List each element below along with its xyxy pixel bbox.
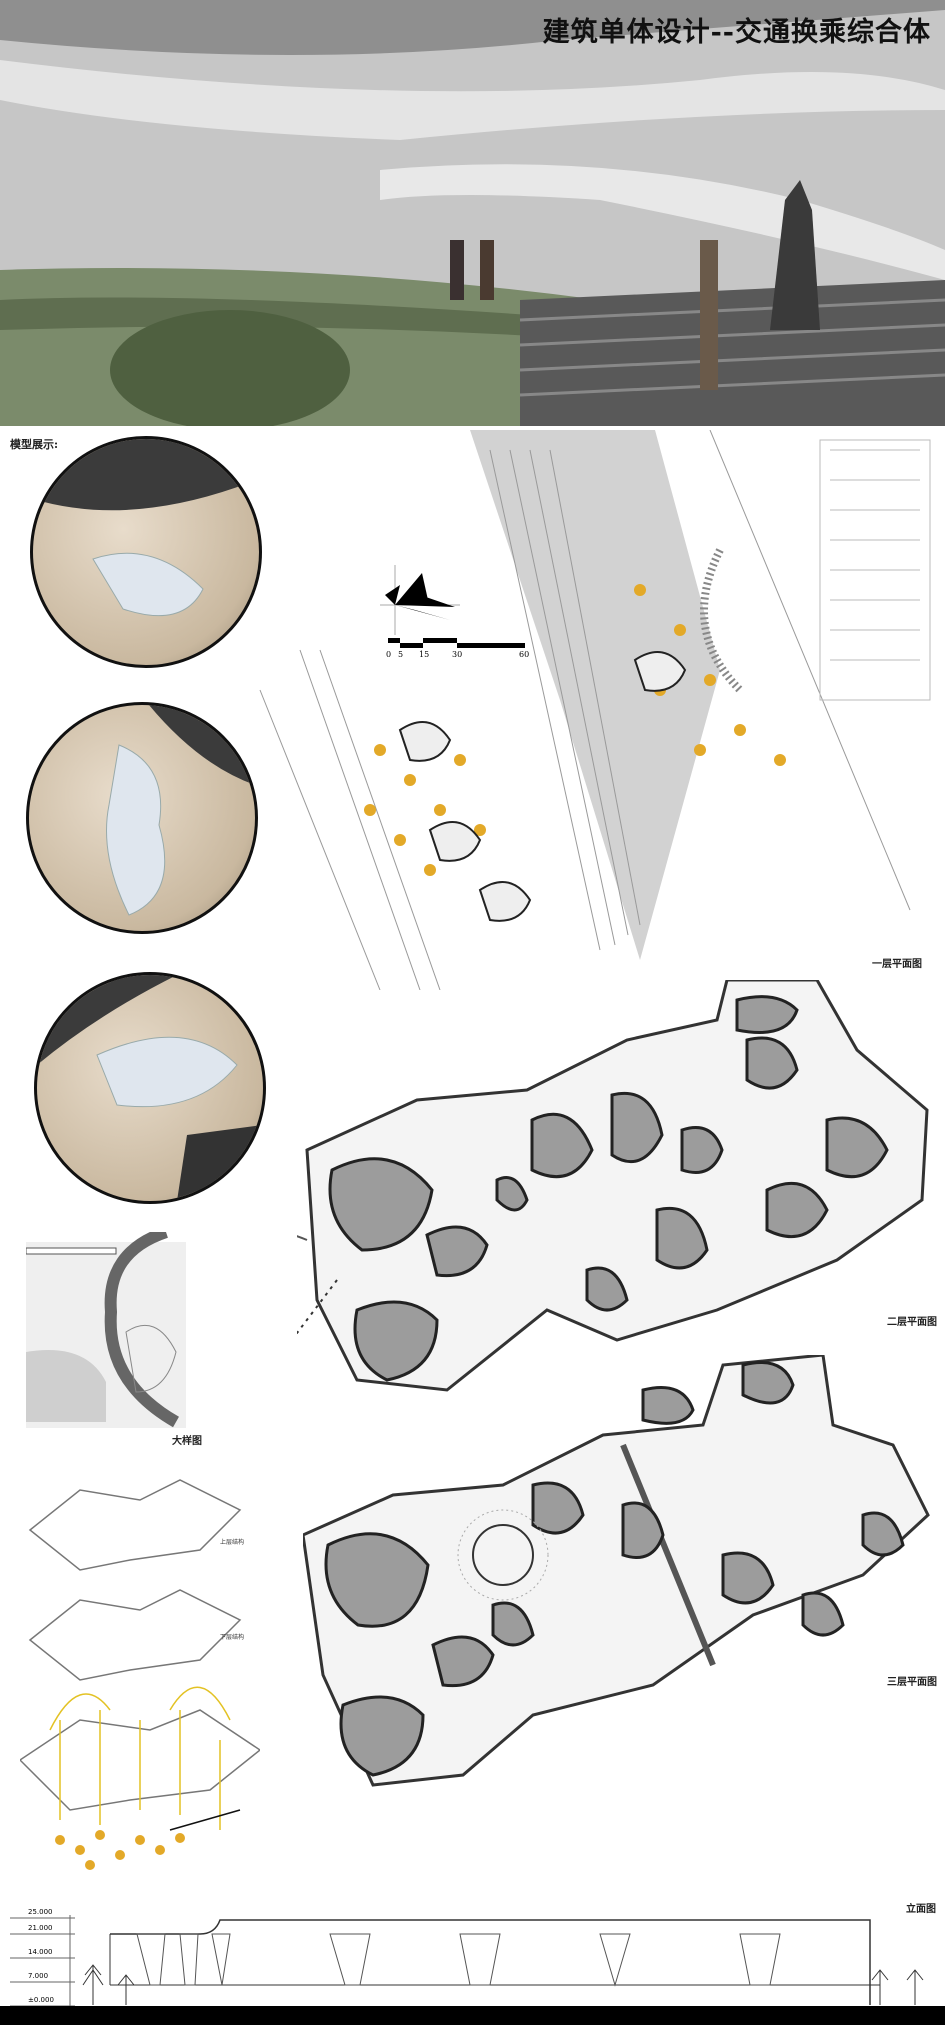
- floor1-site-plan: [259, 430, 931, 990]
- poster-title: 建筑单体设计--交通换乘综合体: [542, 17, 931, 48]
- model-section-label: 模型展示:: [10, 438, 59, 451]
- floor1-plan-label: 一层平面图: [872, 959, 922, 970]
- scale-tick: 15: [419, 650, 430, 659]
- north-arrow-icon: [380, 565, 460, 635]
- scale-tick: 30: [452, 650, 463, 659]
- floor2-plan: [297, 980, 929, 1392]
- elevation-drawing: [0, 1915, 945, 2025]
- level-marker: 21.000: [28, 1924, 53, 1932]
- detail-drawing: [26, 1232, 186, 1428]
- model-photo-3: [34, 972, 266, 1204]
- floor3-plan-label: 三层平面图: [887, 1677, 937, 1688]
- model-photo-1: [30, 436, 262, 668]
- scale-bar: 0 5 15 30 60: [386, 638, 530, 668]
- scale-tick: 5: [398, 650, 404, 659]
- model-photo-2: [26, 702, 258, 934]
- atrium-rendering-illustration: [0, 0, 945, 426]
- hero-rendering: 建筑单体设计--交通换乘综合体: [0, 0, 945, 426]
- floor3-plan: [303, 1355, 930, 1787]
- level-marker: 7.000: [28, 1972, 49, 1980]
- scale-tick: 60: [519, 650, 530, 659]
- level-marker: 14.000: [28, 1948, 53, 1956]
- floor2-plan-label: 二层平面图: [887, 1317, 937, 1328]
- level-marker: 25.000: [28, 1908, 53, 1916]
- detail-label: 大样图: [172, 1436, 202, 1447]
- level-marker: ±0.000: [28, 1996, 54, 2004]
- structure-axonometric-diagrams: [20, 1479, 260, 1870]
- elevation-label: 立面图: [906, 1904, 936, 1915]
- lower-structure-label: 下层结构: [220, 1634, 245, 1641]
- scale-tick: 0: [386, 650, 392, 659]
- upper-structure-label: 上层结构: [220, 1539, 245, 1546]
